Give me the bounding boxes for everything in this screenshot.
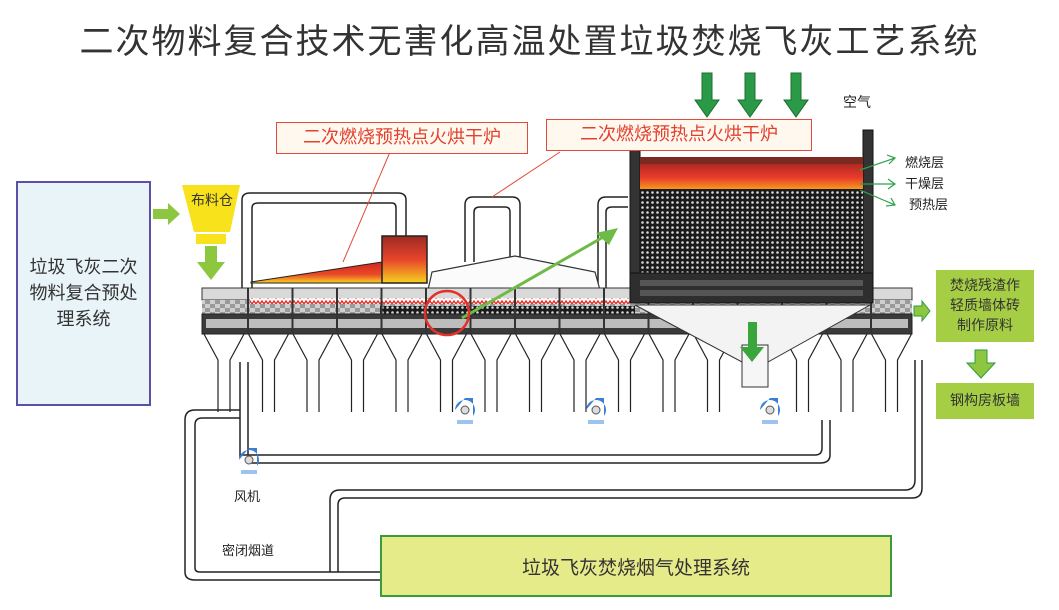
layer-label-drying: 干燥层 [905,177,945,192]
air-label: 空气 [843,95,871,111]
fan-duct [239,362,831,464]
fan-base [457,420,473,424]
label-leader-1 [342,151,391,263]
pretreatment-line: 垃圾飞灰二次 [29,256,138,278]
fan-body [239,448,259,466]
ash-hopper [603,333,646,412]
transfer-arrow-head [596,228,618,245]
layer-label-preheat: 预热层 [909,198,949,213]
furnace-label-1: 二次燃烧预热点火烘干炉 [276,122,528,154]
pretreatment-line: 理系统 [56,308,111,330]
fan-base [762,420,778,424]
fan-icon [586,398,606,424]
fan-hub [765,405,775,415]
highlight-circle [423,289,471,337]
residue-line: 制作原料 [957,318,1013,334]
fan-base [588,420,604,424]
pretreatment-line: 物料复合预处 [29,282,138,304]
fan-hub [244,455,254,465]
hopper-label: 布料仓 [191,193,233,209]
fan-icon [239,448,259,474]
sintering-kiln [629,129,874,388]
layer-pointers [859,154,897,207]
air-arrow-3 [783,72,809,118]
layer-label-combustion: 燃烧层 [905,156,945,171]
fan-icon [760,398,780,424]
arrow-to-conveyor [197,246,225,280]
fans [239,398,780,474]
residue-line: 轻质墙体砖 [950,298,1020,314]
fan-body [455,398,476,416]
ash-hopper [247,333,290,412]
fan-body [760,398,780,416]
ash-hopper [381,333,423,412]
fan-body [586,398,606,416]
fan-icon [455,398,476,424]
ash-hopper [425,333,468,412]
ash-hoppers [203,333,913,412]
air-arrow-2 [737,72,763,118]
furnace-hood-2 [427,255,601,291]
fan-label: 风机 [234,490,261,505]
flue-gas-treatment-box: 垃圾飞灰焚烧烟气处理系统 [380,535,892,597]
flow-arrows [153,72,997,379]
residue-output-box: 焚烧残渣作 轻质墙体砖 制作原料 [936,270,1034,342]
ash-hopper [470,333,512,412]
furnace-label-2: 二次燃烧预热点火烘干炉 [546,119,812,151]
arrow-to-residue [913,299,931,323]
preheat-furnace-1 [250,235,428,284]
label-leader-2 [491,151,561,198]
ash-hopper [648,333,690,412]
residue-arrow [740,322,764,362]
product-output-box: 钢构房板墙 [936,383,1034,419]
air-arrow-1 [694,72,720,118]
transfer-arrow-line [461,230,613,320]
fan-hub [591,405,601,415]
sealed-flue-duct [184,360,923,581]
fan-hub [460,405,470,415]
duct-label: 密闭烟道 [222,544,275,559]
page-title: 二次物料复合技术无害化高温处置垃圾焚烧飞灰工艺系统 [79,22,980,62]
ash-hopper [336,333,379,412]
ash-hopper [870,333,913,412]
residue-line: 焚烧残渣作 [950,278,1020,294]
ash-hopper [292,333,334,412]
fan-base [241,470,257,474]
feed-hopper [182,185,240,244]
arrow-to-hopper [153,203,180,225]
ash-hopper [559,333,601,412]
ash-hopper [203,333,245,412]
ash-hopper [826,333,868,412]
ash-hopper [514,333,557,412]
arrow-to-product [965,349,997,379]
pretreatment-system-box: 垃圾飞灰二次 物料复合预处 理系统 [16,181,151,406]
